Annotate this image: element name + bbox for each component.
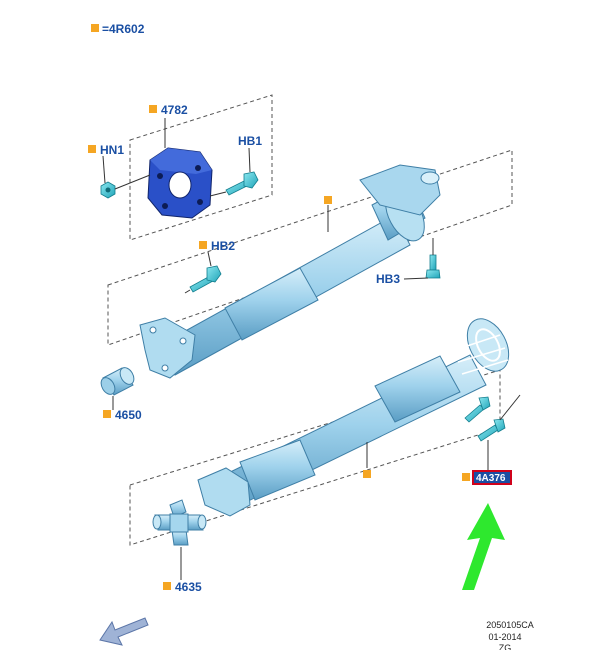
marker-4A376 [462,473,470,481]
marker-4782 [149,105,157,113]
label-4A376: 4A376 [476,473,506,484]
green-pointer-arrow [462,503,505,590]
coupling-group-outline [129,94,273,241]
front-driveshaft[interactable] [139,164,441,379]
label-hb3: HB3 [376,272,400,286]
bushing-4650[interactable] [98,365,136,397]
label-4782: 4782 [161,103,188,117]
leader-hn1-to-coupling [114,174,151,190]
marker-4635 [163,582,171,590]
footer-date: 01-2014 [488,632,521,642]
leader-hb2-to-flange [184,289,191,294]
navigation-arrow-icon[interactable] [99,617,149,646]
label-4650: 4650 [115,408,142,422]
hb3-bolt[interactable] [425,254,441,279]
marker-hb2 [199,241,207,249]
marker-front-shaft [324,196,332,204]
header-marker [91,24,99,32]
universal-joint-4635[interactable] [152,499,207,546]
label-hb2: HB2 [211,239,235,253]
leader-hb1-to-coupling [209,191,227,197]
footer-illustration-code: 2050105CA [486,620,534,630]
marker-rear-shaft [363,470,371,478]
highlight-box-4A376[interactable] [472,470,512,485]
leader-hb2 [207,251,212,267]
leader-4A376-to-shaft [499,394,521,421]
label-hb1: HB1 [238,134,262,148]
bolts-4A376[interactable] [464,396,506,442]
leader-hb1 [248,147,251,173]
footer-suffix: ZG [499,643,512,650]
marker-hn1 [88,145,96,153]
leader-hb3 [403,277,429,280]
label-hn1: HN1 [100,143,124,157]
hb1-bolt[interactable] [225,171,259,196]
header-part-label: =4R602 [102,22,145,36]
marker-4650 [103,410,111,418]
hn1-nut[interactable] [100,181,116,199]
flex-coupling-part[interactable] [147,147,213,219]
hb2-bolt[interactable] [189,265,222,293]
leader-hn1 [102,155,106,184]
label-4635: 4635 [175,580,202,594]
rear-driveshaft[interactable] [197,312,517,517]
